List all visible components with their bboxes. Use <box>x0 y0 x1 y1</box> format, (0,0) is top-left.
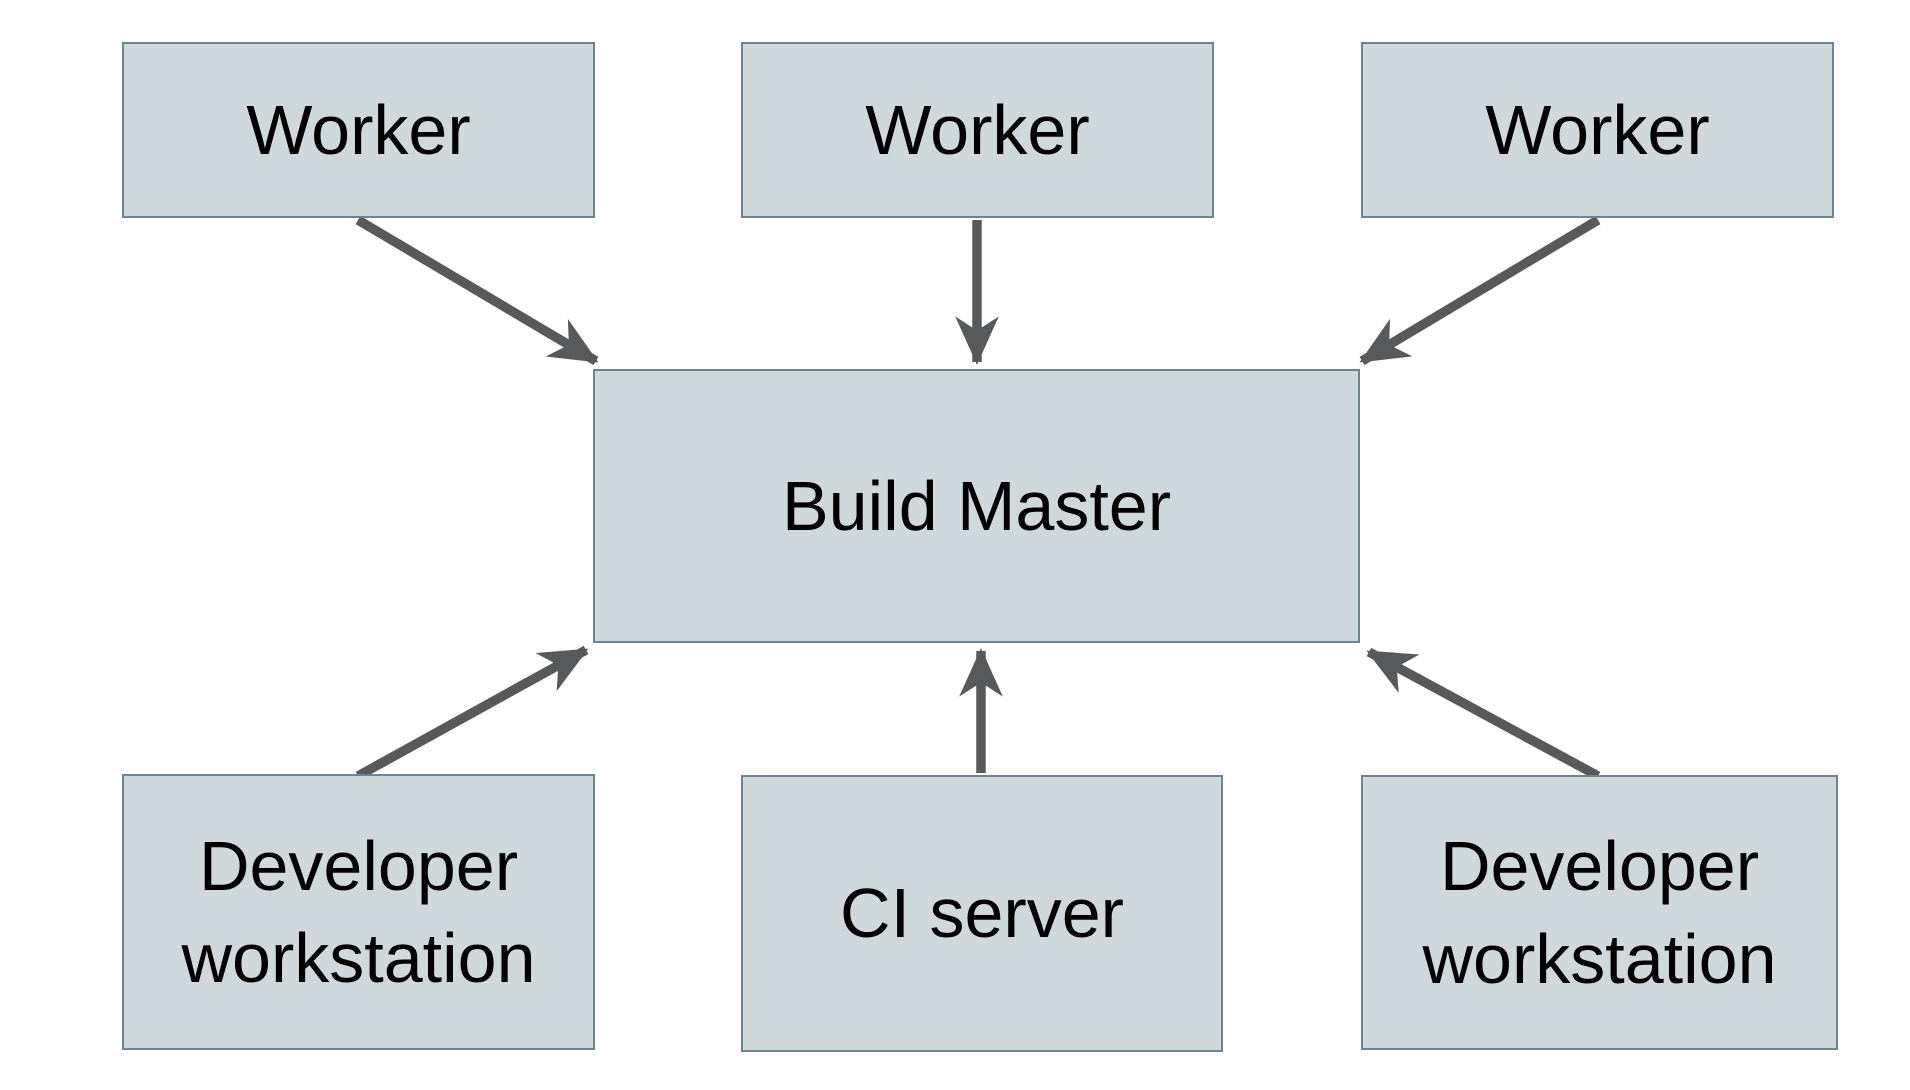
build-master-label: Build Master <box>781 466 1172 545</box>
arrow-worker-3-to-build-master <box>1359 215 1601 366</box>
ci-server-box: CI server <box>741 775 1223 1052</box>
developer-workstation-1-label: Developer workstation <box>181 826 536 997</box>
arrow-developer-workstation-1-to-build-master <box>355 645 589 781</box>
arrow-worker-1-to-build-master <box>355 215 599 366</box>
developer-workstation-2-label: Developer workstation <box>1422 827 1777 998</box>
worker-2-label: Worker <box>865 90 1090 169</box>
developer-workstation-2-box: Developer workstation <box>1361 775 1838 1050</box>
arrow-developer-workstation-2-to-build-master <box>1366 647 1601 781</box>
worker-3-box: Worker <box>1361 42 1834 218</box>
worker-3-label: Worker <box>1485 90 1710 169</box>
worker-1-box: Worker <box>122 42 595 218</box>
build-master-box: Build Master <box>593 369 1360 643</box>
ci-server-label: CI server <box>840 874 1124 953</box>
developer-workstation-1-box: Developer workstation <box>122 774 595 1050</box>
worker-1-label: Worker <box>246 90 471 169</box>
worker-2-box: Worker <box>741 42 1214 218</box>
